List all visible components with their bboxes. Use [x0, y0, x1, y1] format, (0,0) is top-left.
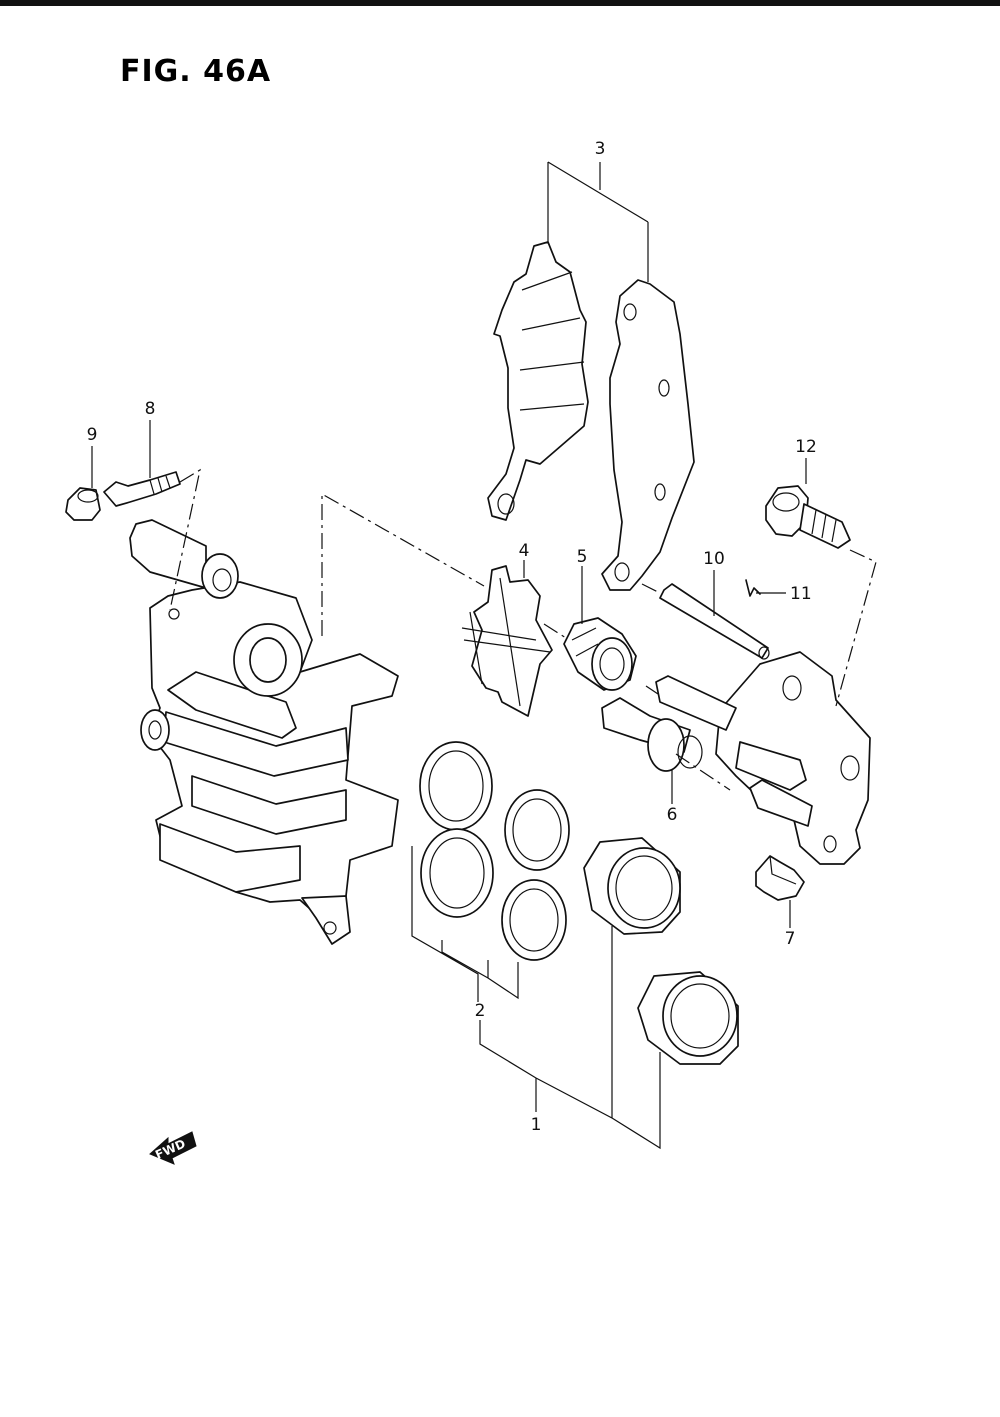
brake-pad-outer: [601, 279, 695, 591]
callout-labels: 3 8 9 12 4 5 10 11 6 7 2 1: [87, 139, 817, 1135]
callout-1: 1: [531, 1115, 542, 1135]
caliper-mounting-bolt: [765, 485, 851, 549]
callout-7: 7: [785, 929, 796, 949]
callout-4: 4: [519, 541, 530, 561]
pistons: [583, 837, 739, 1065]
callout-3: 3: [595, 139, 606, 159]
pad-spring: [461, 565, 553, 717]
caliper-bracket: [601, 651, 871, 865]
leader-lines: [91, 161, 807, 1150]
caliper-body: [129, 519, 399, 945]
brake-pad-inner: [487, 241, 589, 521]
callout-9: 9: [87, 425, 98, 445]
pin-clip: [745, 579, 761, 597]
bleeder-cap: [65, 487, 101, 521]
pad-support-clip: [755, 855, 805, 901]
callout-12: 12: [795, 437, 817, 457]
callout-8: 8: [145, 399, 156, 419]
bleeder-screw: [103, 471, 181, 507]
pad-mounting-pin: [659, 583, 770, 660]
callout-5: 5: [577, 547, 588, 567]
figure-title: FIG. 46A: [120, 54, 272, 89]
fwd-direction-arrow: FWD: [149, 1131, 197, 1165]
dust-boot: [563, 617, 637, 691]
callout-2: 2: [475, 1001, 486, 1021]
callout-6: 6: [667, 805, 678, 825]
callout-11: 11: [790, 584, 812, 604]
piston-seals: [419, 741, 570, 961]
callout-10: 10: [703, 549, 725, 569]
page-top-border: [0, 0, 1000, 6]
assembly-lines: [169, 468, 877, 791]
